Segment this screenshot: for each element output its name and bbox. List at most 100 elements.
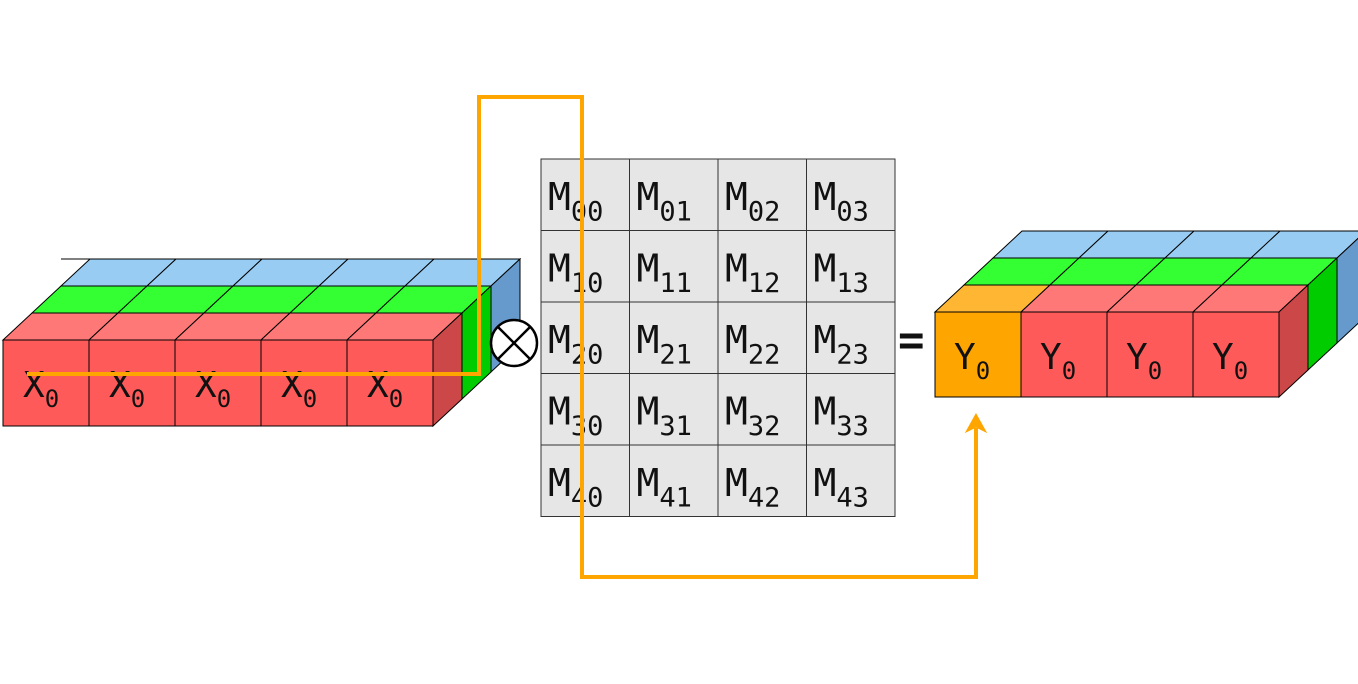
matrix-cell-label-10-subscript: 10 <box>571 268 604 299</box>
matrix-cell-label-40: M40 <box>548 461 603 514</box>
dataflow-arrow-path <box>27 95 978 579</box>
matrix-cell-label-00-base: M <box>548 175 571 219</box>
matrix-cell-label-12-base: M <box>725 247 748 291</box>
matrix-cell-label-32-base: M <box>725 390 748 434</box>
matrix-cell-label-43-base: M <box>814 461 837 505</box>
matrix-cell-label-40-base: M <box>548 461 571 505</box>
arrow-head-icon <box>964 412 988 434</box>
output-cell-label-3: Y0 <box>1212 337 1248 385</box>
matrix-cell-03 <box>806 158 896 231</box>
output-cell-label-3-subscript: 0 <box>1234 357 1248 385</box>
matrix-cell-label-30-base: M <box>548 390 571 434</box>
matrix-cell-label-30-subscript: 30 <box>571 411 604 442</box>
input-cell-label-2-base: X <box>195 365 217 406</box>
matrix-cell-label-03-base: M <box>814 175 837 219</box>
matrix-cell-label-23: M23 <box>814 318 869 371</box>
matrix-cell-label-22-subscript: 22 <box>748 340 781 371</box>
matrix-cell-label-41-base: M <box>637 461 660 505</box>
equals-sign: = <box>898 315 925 366</box>
input-cell-0 <box>2 339 90 427</box>
matrix-cell-label-20-base: M <box>548 318 571 362</box>
dataflow-arrow <box>27 95 988 579</box>
matrix-cell-12 <box>717 230 807 303</box>
matrix-cell-label-31-base: M <box>637 390 660 434</box>
output-cell-label-1-base: Y <box>1040 337 1062 378</box>
matrix-cell-label-31: M31 <box>637 390 692 443</box>
input-cell-label-1-subscript: 0 <box>131 385 145 413</box>
matrix-cell-11 <box>629 230 719 303</box>
matrix-cell-label-20-subscript: 20 <box>571 340 604 371</box>
output-cell-2 <box>1106 311 1194 398</box>
matrix-cell-02 <box>717 158 807 231</box>
matrix-cell-label-21-base: M <box>637 318 660 362</box>
input-cell-label-0-subscript: 0 <box>45 385 59 413</box>
matrix-cell-label-33-base: M <box>814 390 837 434</box>
output-cell-3 <box>1192 311 1280 398</box>
input-cell-1 <box>88 339 176 427</box>
input-cell-4 <box>346 339 434 427</box>
matrix-cell-label-01-base: M <box>637 175 660 219</box>
matrix-cell-43 <box>806 444 896 517</box>
input-cell-label-2-subscript: 0 <box>217 385 231 413</box>
matrix-cell-label-12: M12 <box>725 247 780 300</box>
matrix-cell-label-13-base: M <box>814 247 837 291</box>
input-cell-3 <box>260 339 348 427</box>
output-cell-label-3-base: Y <box>1212 337 1234 378</box>
matrix-cell-label-01-subscript: 01 <box>659 197 692 228</box>
matrix-cell-label-02-base: M <box>725 175 748 219</box>
matrix-cell-label-42-base: M <box>725 461 748 505</box>
output-cell-1 <box>1020 311 1108 398</box>
matrix-cell-label-13-subscript: 13 <box>836 268 869 299</box>
matrix-cell-label-43-subscript: 43 <box>836 483 869 514</box>
matrix-cell-label-21: M21 <box>637 318 692 371</box>
input-cell-label-3-base: X <box>281 365 303 406</box>
matrix-cell-label-10: M10 <box>548 247 603 300</box>
matrix-cell-label-12-subscript: 12 <box>748 268 781 299</box>
matrix-cell-label-43: M43 <box>814 461 869 514</box>
matrix-cell-10 <box>540 230 630 303</box>
matrix-cell-00 <box>540 158 630 231</box>
matrix-cell-label-22-base: M <box>725 318 748 362</box>
input-cell-label-3-subscript: 0 <box>303 385 317 413</box>
matrix-cell-label-00: M00 <box>548 175 603 228</box>
matrix-cell-label-03: M03 <box>814 175 869 228</box>
input-cell-label-4-base: X <box>367 365 389 406</box>
matrix-cell-label-10-base: M <box>548 247 571 291</box>
input-cell-label-4-subscript: 0 <box>389 385 403 413</box>
matrix-cell-label-23-base: M <box>814 318 837 362</box>
input-cell-2 <box>174 339 262 427</box>
matrix-cell-23 <box>806 301 896 374</box>
output-cell-0 <box>934 311 1022 398</box>
matrix-cell-label-33-subscript: 33 <box>836 411 869 442</box>
matrix-cell-label-32-subscript: 32 <box>748 411 781 442</box>
matrix-cell-label-23-subscript: 23 <box>836 340 869 371</box>
matrix-cell-label-20: M20 <box>548 318 603 371</box>
matrix-cell-label-40-subscript: 40 <box>571 483 604 514</box>
matrix-cell-label-30: M30 <box>548 390 603 443</box>
matrix-cell-label-00-subscript: 00 <box>571 197 604 228</box>
input-cell-label-0-base: X <box>23 365 45 406</box>
operators: = <box>489 315 925 368</box>
output-cell-label-0: Y0 <box>954 337 990 385</box>
matrix-cell-label-13: M13 <box>814 247 869 300</box>
matrix-cell-label-02: M02 <box>725 175 780 228</box>
output-cell-label-1: Y0 <box>1040 337 1076 385</box>
matrix-cell-label-01: M01 <box>637 175 692 228</box>
matrix-cell-21 <box>629 301 719 374</box>
matrix-cell-label-41: M41 <box>637 461 692 514</box>
output-cell-label-2: Y0 <box>1126 337 1162 385</box>
matrix-cell-label-33: M33 <box>814 390 869 443</box>
matrix-cell-01 <box>629 158 719 231</box>
matrix-cell-label-42: M42 <box>725 461 780 514</box>
matrix-cell-label-11-base: M <box>637 247 660 291</box>
matrix-cell-label-02-subscript: 02 <box>748 197 781 228</box>
matrix-cell-40 <box>540 444 630 517</box>
matrix-cell-33 <box>806 373 896 446</box>
output-cell-label-2-subscript: 0 <box>1148 357 1162 385</box>
matrix-cell-label-41-subscript: 41 <box>659 483 692 514</box>
output-cell-label-0-subscript: 0 <box>976 357 990 385</box>
matrix-cell-label-21-subscript: 21 <box>659 340 692 371</box>
